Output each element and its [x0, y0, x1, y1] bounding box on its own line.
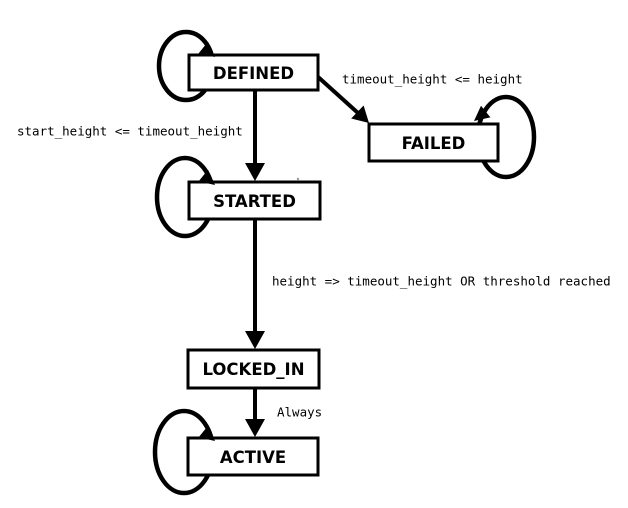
state-box-started — [187, 180, 322, 221]
state-box-failed — [367, 122, 500, 163]
state-label-failed: FAILED — [402, 134, 466, 153]
arrowhead-self-loop-failed — [474, 105, 491, 121]
transition-label-defined-to-started: start_height <= timeout_height — [17, 124, 243, 139]
arrowhead-self-loop-started — [198, 169, 215, 185]
arrow-defined-to-failed — [315, 74, 360, 115]
arrowhead-self-loop-active — [198, 425, 215, 441]
transition-label-defined-to-failed: timeout_height <= height — [342, 72, 523, 87]
state-label-active: ACTIVE — [220, 448, 286, 467]
state-label-started: STARTED — [213, 192, 296, 211]
state-box-defined — [187, 53, 320, 92]
transition-label-locked-in-to-active: Always — [277, 405, 322, 420]
state-label-defined: DEFINED — [213, 64, 294, 83]
state-box-locked-in — [186, 348, 321, 390]
speck-dot — [296, 177, 300, 181]
state-box-active — [186, 436, 320, 477]
arrowhead-started-to-locked-in — [245, 331, 265, 349]
arrowhead-locked-in-to-active — [245, 419, 265, 437]
arrowhead-defined-to-started — [245, 163, 265, 181]
arrowhead-defined-to-failed — [351, 105, 369, 123]
transition-label-started-to-locked-in: height => timeout_height OR threshold re… — [272, 274, 611, 289]
state-label-locked-in: LOCKED_IN — [202, 360, 304, 379]
arrowhead-self-loop-defined — [198, 41, 215, 57]
